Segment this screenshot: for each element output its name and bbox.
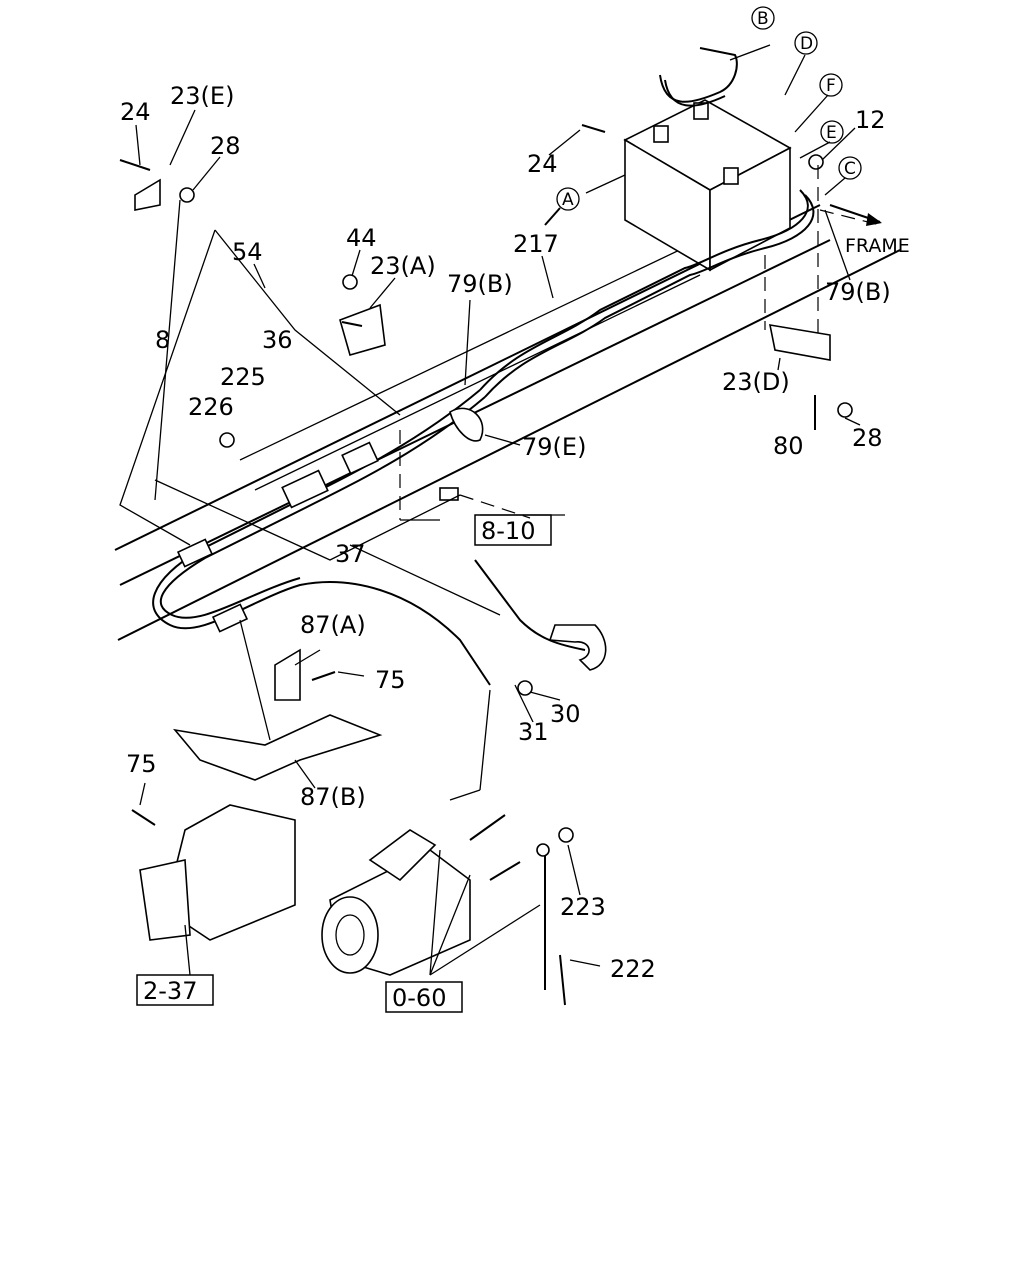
callout-28: 28	[210, 132, 241, 160]
callout-79b: 79(B)	[447, 270, 513, 298]
callout-79e: 79(E)	[522, 433, 586, 461]
ref-box-8-10: 8-10	[481, 517, 535, 545]
callout-75: 75	[375, 666, 406, 694]
frame-arrow	[829, 204, 882, 226]
callout-24: 24	[120, 98, 151, 126]
callout-44: 44	[346, 224, 377, 252]
callout-225: 225	[220, 363, 266, 391]
clips	[176, 154, 853, 843]
callout-37: 37	[335, 540, 366, 568]
callout-24: 24	[527, 150, 558, 178]
ref-circle-e: E	[826, 123, 837, 143]
circle-refs: B D F E C A	[556, 6, 862, 211]
callout-222: 222	[610, 955, 656, 983]
callout-labels: 24 23(E) 28 54 44 23(A) 79(B) 217 24 12 …	[120, 82, 891, 983]
frame-label: FRAME	[845, 235, 910, 257]
ref-box-0-60: 0-60	[392, 984, 446, 1012]
callout-31: 31	[518, 718, 549, 746]
callout-226: 226	[188, 393, 234, 421]
callout-87b: 87(B)	[300, 783, 366, 811]
ref-circle-d: D	[800, 34, 813, 54]
bolts	[119, 124, 816, 1006]
callout-217: 217	[513, 230, 559, 258]
callout-12: 12	[855, 106, 886, 134]
callout-223: 223	[560, 893, 606, 921]
callout-79b: 79(B)	[825, 278, 891, 306]
battery	[623, 99, 792, 272]
callout-23d: 23(D)	[722, 368, 790, 396]
callout-36: 36	[262, 326, 293, 354]
callout-23a: 23(A)	[370, 252, 436, 280]
callout-80: 80	[773, 432, 804, 460]
callout-54: 54	[232, 238, 263, 266]
ref-circle-f: F	[826, 76, 836, 96]
callout-23e: 23(E)	[170, 82, 234, 110]
callout-8: 8	[155, 326, 170, 354]
callout-leaders	[135, 44, 861, 967]
ref-circle-a: A	[562, 190, 574, 210]
callout-30: 30	[550, 700, 581, 728]
ref-circle-b: B	[757, 9, 769, 29]
leader-lines	[119, 165, 881, 976]
ref-box-2-37: 2-37	[143, 977, 197, 1005]
callout-87a: 87(A)	[300, 611, 366, 639]
callout-75: 75	[126, 750, 157, 778]
callout-28: 28	[852, 424, 883, 452]
ref-circle-c: C	[844, 159, 856, 179]
boxed-refs: 8-10 2-37 0-60	[136, 514, 552, 1013]
brackets	[134, 178, 831, 941]
starter-motor	[321, 829, 550, 990]
